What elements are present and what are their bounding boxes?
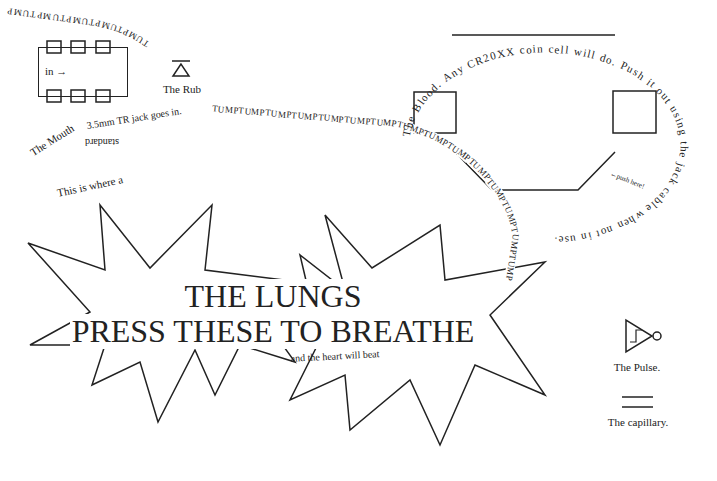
- curved-text-glyph: .: [554, 235, 557, 246]
- curved-text-glyph: i: [587, 230, 593, 241]
- curved-text-glyph: n: [537, 44, 543, 55]
- curved-text-glyph: [678, 136, 689, 140]
- curved-text-glyph: c: [519, 45, 525, 56]
- part-name: The Rub: [163, 83, 201, 95]
- curved-text-glyph: M: [13, 7, 22, 17]
- curved-text-glyph: e: [677, 152, 689, 159]
- symbol-bar: [172, 60, 190, 62]
- note: ←push here!: [609, 171, 646, 192]
- curved-text-glyph: c: [548, 44, 553, 55]
- chip-pad: [47, 90, 61, 102]
- curved-text-glyph: P: [7, 7, 13, 17]
- curved-text-glyph: T: [89, 17, 96, 27]
- capacitor-plate: [622, 396, 653, 398]
- instruction: PRESS THESE TO BREATHE: [70, 314, 477, 349]
- curved-text-glyph: [515, 45, 519, 56]
- curved-text-glyph: M: [277, 110, 286, 120]
- text-guide: [212, 112, 512, 280]
- curved-text-glyph: U: [52, 12, 60, 22]
- curved-text-glyph: P: [66, 14, 72, 24]
- note: and the heart will beat: [290, 348, 379, 364]
- curved-text-glyph: e: [558, 235, 564, 246]
- curved-text-glyph: U: [81, 16, 89, 26]
- text-guide: [411, 53, 680, 237]
- curved-text-glyph: M: [72, 15, 81, 25]
- part-name: The Pulse.: [614, 361, 660, 373]
- curved-text-glyph: w: [573, 46, 583, 58]
- curved-text-glyph: t: [678, 141, 689, 144]
- curved-text-glyph: T: [30, 10, 37, 20]
- note: 3.5mm TR jack goes in.: [86, 105, 182, 131]
- curved-text-glyph: U: [22, 9, 30, 19]
- pin-label: in →: [39, 65, 127, 78]
- chip-pad: [96, 90, 110, 102]
- curved-text-glyph: P: [37, 10, 43, 20]
- part-name: The capillary.: [608, 416, 668, 428]
- curved-text-glyph: n: [675, 121, 687, 129]
- buffer-symbol: [626, 320, 652, 352]
- curved-text-glyph: T: [291, 111, 297, 120]
- curved-text-glyph: g: [677, 129, 689, 136]
- curved-text-glyph: n: [581, 231, 589, 243]
- curved-text-glyph: M: [357, 116, 366, 126]
- curved-text-glyph: T: [401, 129, 413, 138]
- curved-text-glyph: e: [554, 44, 560, 55]
- step-glyph: [630, 330, 642, 342]
- curved-text-glyph: P: [505, 275, 515, 281]
- triangle-symbol: [173, 64, 189, 76]
- holder-outline: [455, 152, 615, 190]
- note: This is where a: [56, 173, 124, 199]
- text-guide: [8, 8, 150, 42]
- curved-text-glyph: u: [570, 233, 577, 245]
- curved-text-glyph: l: [560, 44, 564, 55]
- curved-text-glyph: T: [60, 13, 67, 23]
- heading: THE LUNGS: [183, 279, 364, 314]
- lungs-panel: THE LUNGSPRESS THESE TO BREATHE: [70, 279, 477, 349]
- curved-text-glyph: i: [532, 44, 536, 55]
- curved-text-glyph: U: [271, 109, 278, 119]
- buffer-bubble: [653, 332, 661, 340]
- chip-pad: [71, 90, 85, 102]
- curved-text-glyph: [569, 45, 573, 56]
- curved-text-glyph: [577, 232, 582, 243]
- curved-text-glyph: M: [43, 11, 52, 21]
- curved-text-glyph: l: [565, 45, 569, 56]
- curved-text-glyph: M: [225, 105, 234, 115]
- part-name: The Mouth: [28, 122, 76, 158]
- curved-text-glyph: o: [525, 44, 531, 55]
- curved-text-glyph: s: [564, 234, 569, 245]
- curved-text-glyph: X: [505, 46, 515, 58]
- curved-text-glyph: h: [678, 145, 689, 151]
- holder-pad: [613, 91, 656, 133]
- note: standard: [85, 137, 119, 148]
- holder-line: [452, 34, 615, 36]
- curved-text-glyph: l: [590, 49, 596, 60]
- curved-text-glyph: U: [323, 114, 330, 124]
- curved-text-glyph: [544, 44, 547, 55]
- chip-box: in →: [38, 47, 128, 97]
- capacitor-plate: [622, 406, 653, 408]
- curved-text-glyph: X: [496, 48, 506, 60]
- curved-text-glyph: M: [509, 240, 519, 249]
